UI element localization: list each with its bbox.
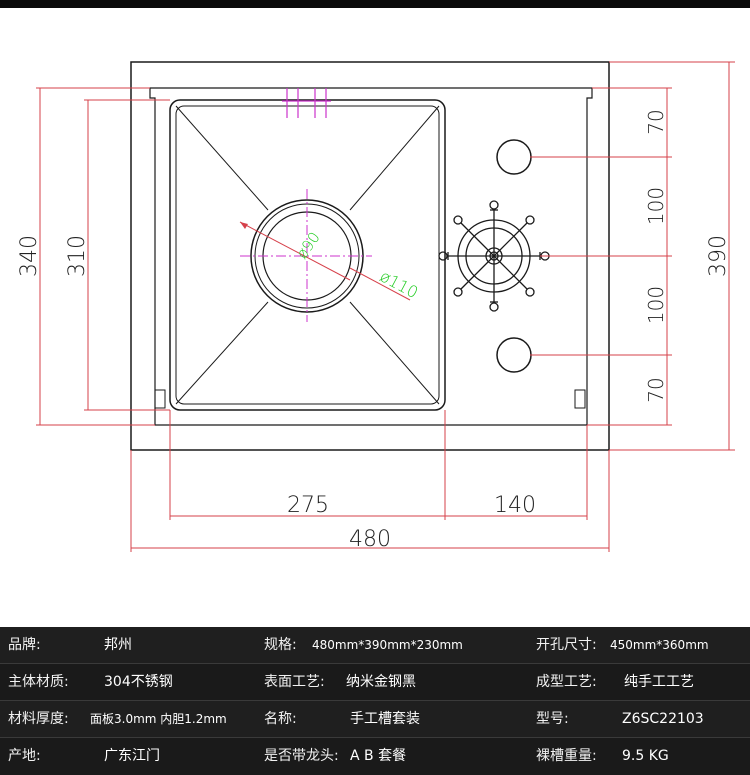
spec-value: 广东江门 (104, 748, 160, 764)
drain-leader-inner (239, 221, 351, 281)
spec-value: 邦州 (104, 637, 132, 653)
spec-row: 主体材质: 304不锈钢 表面工艺: 纳米金钢黑 成型工艺: 纯手工工艺 (0, 664, 750, 701)
drain-leader-arrow (240, 222, 248, 229)
spec-label: 规格: (264, 637, 297, 653)
dim-overall-width: 480 (349, 527, 391, 552)
spec-label: 名称: (264, 711, 297, 727)
bracket-right (574, 389, 586, 409)
spec-value: 9.5 KG (622, 748, 669, 764)
spec-label: 成型工艺: (536, 674, 597, 690)
dim-bowl-height: 310 (65, 235, 90, 277)
dim-right-segment: 70 (644, 377, 668, 402)
dim-right-segment: 70 (644, 109, 668, 134)
spec-value: 480mm*390mm*230mm (312, 638, 463, 652)
spec-label: 表面工艺: (264, 674, 325, 690)
spec-value: A B 套餐 (350, 748, 407, 764)
dim-bowl-width: 275 (287, 493, 329, 518)
spec-label: 主体材质: (8, 674, 69, 690)
spec-value: Z6SC22103 (622, 711, 704, 727)
spec-label: 开孔尺寸: (536, 637, 597, 653)
dim-overall-height: 390 (706, 235, 731, 277)
bowl-crease (349, 105, 440, 211)
drain-label-outer: ø110 (377, 266, 422, 302)
dim-right-segment: 100 (644, 286, 668, 324)
dim-side-width: 140 (494, 493, 536, 518)
dim-right-segment: 100 (644, 187, 668, 225)
spec-row: 材料厚度: 面板3.0mm 内胆1.2mm 名称: 手工槽套装 型号: Z6SC… (0, 701, 750, 738)
sink-bowl (169, 99, 446, 411)
overflow-slot-marks (282, 88, 331, 118)
bowl-crease (175, 301, 269, 405)
spec-value: 手工槽套装 (350, 711, 420, 727)
spec-label: 型号: (536, 711, 569, 727)
spec-table: 品牌: 邦州 规格: 480mm*390mm*230mm 开孔尺寸: 450mm… (0, 627, 750, 775)
bowl-crease (349, 301, 440, 405)
spec-value: 304不锈钢 (104, 674, 173, 690)
bracket-left (154, 389, 166, 409)
spec-row: 产地: 广东江门 是否带龙头: A B 套餐 裸槽重量: 9.5 KG (0, 738, 750, 775)
cup-washer-icon (438, 200, 550, 312)
accessory-hole-bottom (496, 337, 532, 373)
top-border-bar (0, 0, 750, 8)
drain-leader-outer (349, 267, 411, 301)
spec-label: 品牌: (8, 637, 41, 653)
spec-label: 裸槽重量: (536, 748, 597, 764)
dim-outer-height: 340 (17, 235, 42, 277)
spec-value: 纳米金钢黑 (346, 674, 416, 690)
spec-label: 材料厚度: (8, 711, 69, 727)
sink-dimension-drawing: ø90 ø110 (17, 61, 735, 552)
spec-value: 面板3.0mm 内胆1.2mm (90, 712, 227, 726)
spec-row: 品牌: 邦州 规格: 480mm*390mm*230mm 开孔尺寸: 450mm… (0, 627, 750, 664)
spec-label: 是否带龙头: (264, 748, 339, 764)
drain-label-inner: ø90 (293, 229, 324, 262)
spec-value: 450mm*360mm (610, 638, 709, 652)
accessory-hole-top (496, 139, 532, 175)
spec-value: 纯手工工艺 (624, 674, 694, 690)
spec-label: 产地: (8, 748, 41, 764)
bowl-crease (175, 105, 269, 211)
